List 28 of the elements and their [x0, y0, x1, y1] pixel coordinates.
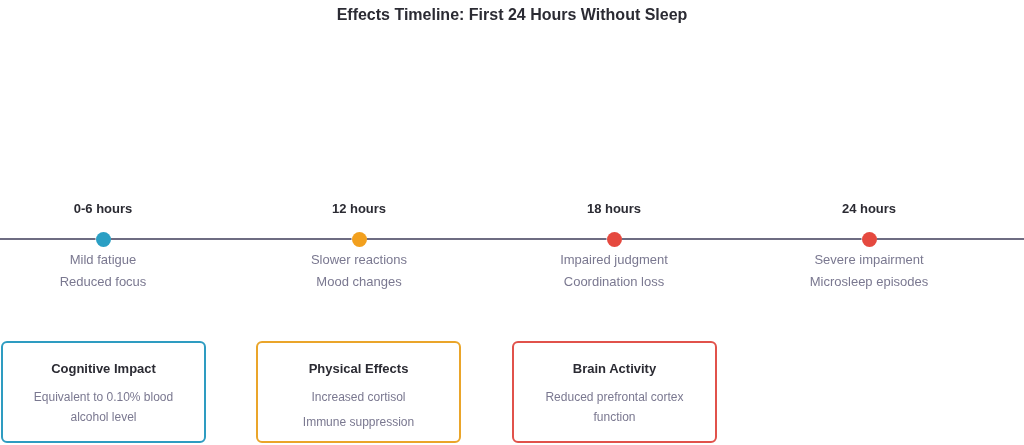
effect-text: Mood changes [316, 273, 402, 291]
timeline-line [109, 238, 353, 240]
effect-text: Microsleep episodes [809, 273, 929, 291]
timeline-line [365, 238, 608, 240]
time-heading: 18 hours [586, 199, 642, 218]
card-text: Equivalent to 0.10% blood alcohol level [33, 388, 174, 426]
time-heading: 24 hours [841, 199, 897, 218]
effect-card [256, 341, 461, 443]
diagram-title: Effects Timeline: First 24 Hours Without Sleep [336, 5, 688, 25]
effect-text: Impaired judgment [560, 250, 668, 269]
time-heading: 12 hours [331, 199, 387, 218]
effect-text: Severe impairment [814, 250, 924, 269]
card-text: Increased cortisol [311, 388, 406, 406]
effect-text: Reduced focus [59, 273, 147, 291]
card-text: Reduced prefrontal cortex function [544, 388, 685, 426]
timeline-line [0, 238, 97, 240]
card-text: Immune suppression [302, 413, 415, 431]
timeline-line [620, 238, 863, 240]
effect-text: Mild fatigue [69, 250, 137, 269]
effect-text: Coordination loss [563, 273, 665, 291]
card-heading: Cognitive Impact [51, 360, 156, 378]
timeline-line [875, 238, 1024, 240]
card-heading: Physical Effects [308, 360, 409, 378]
time-heading: 0-6 hours [73, 199, 133, 218]
effect-text: Slower reactions [310, 250, 408, 269]
card-heading: Brain Activity [572, 360, 657, 378]
effect-card [512, 341, 717, 443]
effect-card [1, 341, 206, 443]
